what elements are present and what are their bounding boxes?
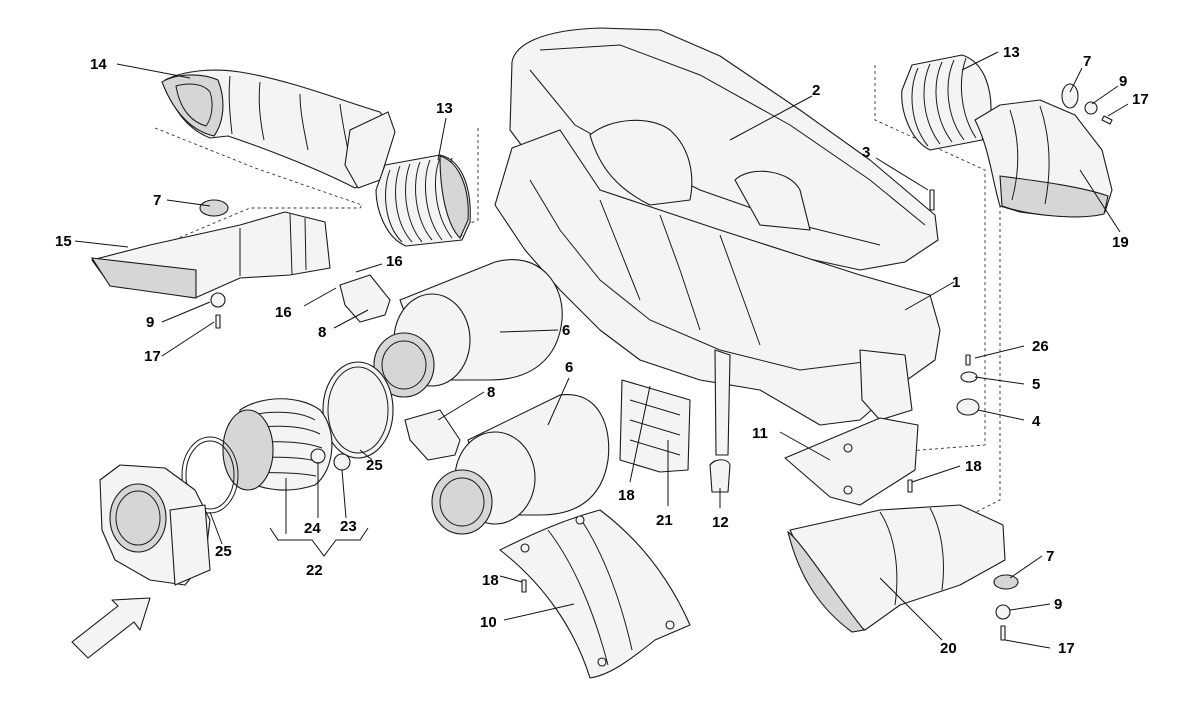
callout-label: 8 [487, 384, 495, 401]
intake-duct-upper-left [161, 69, 396, 189]
callout-label: 17 [1132, 91, 1149, 108]
callout-label: 21 [656, 512, 673, 529]
callout-label: 12 [712, 514, 729, 531]
callout-label: 9 [1119, 73, 1127, 90]
callout-label: 25 [215, 543, 232, 560]
bracket-and-drain [619, 379, 731, 493]
throttle-body [99, 464, 211, 586]
callout-label: 18 [482, 572, 499, 589]
callout-label: 3 [862, 144, 870, 161]
callout-label: 9 [146, 314, 154, 331]
callout-label: 18 [618, 487, 635, 504]
intake-duct-lower-left [90, 211, 331, 299]
leader-lines [74, 51, 1129, 649]
callout-label: 10 [480, 614, 497, 631]
callout-label: 23 [340, 518, 357, 535]
callout-label: 19 [1112, 234, 1129, 251]
bellows-left [375, 154, 471, 247]
callout-label: 17 [144, 348, 161, 365]
callout-label: 7 [1083, 53, 1091, 70]
callout-label: 25 [366, 457, 383, 474]
air-filter-upper [373, 259, 563, 398]
bellows-right [901, 54, 992, 151]
callout-label: 5 [1032, 376, 1040, 393]
callout-label: 1 [952, 274, 960, 291]
callout-label: 2 [812, 82, 820, 99]
callout-labels: 14 13 2 13 7 9 17 3 19 7 15 16 16 1 9 8 … [55, 44, 1149, 657]
callout-label: 15 [55, 233, 72, 250]
callout-label: 18 [965, 458, 982, 475]
callout-label: 20 [940, 640, 957, 657]
callout-label: 6 [562, 322, 570, 339]
callout-label: 8 [318, 324, 326, 341]
direction-arrow-icon [71, 597, 151, 659]
callout-label: 22 [306, 562, 323, 579]
callout-label: 11 [752, 425, 768, 442]
under-tray-plate [784, 417, 919, 506]
air-box-lower-housing [494, 129, 941, 456]
callout-label: 4 [1032, 413, 1041, 430]
intake-duct-lower-right [787, 504, 1006, 633]
callout-label: 7 [153, 192, 161, 209]
group-bracket-22 [269, 527, 369, 557]
intake-duct-upper-right [974, 99, 1113, 218]
air-filter-lower [431, 394, 610, 535]
hose-and-clamps [181, 361, 394, 514]
callout-label: 6 [565, 359, 573, 376]
callout-label: 24 [304, 520, 321, 537]
small-fasteners [199, 83, 1113, 641]
mass-air-flow-sensors [339, 274, 461, 461]
callout-label: 16 [386, 253, 403, 270]
callout-label: 16 [275, 304, 292, 321]
callout-label: 13 [1003, 44, 1020, 61]
callout-label: 7 [1046, 548, 1054, 565]
callout-label: 14 [90, 56, 107, 73]
callout-label: 26 [1032, 338, 1049, 355]
callout-label: 17 [1058, 640, 1075, 657]
heat-shield [499, 509, 691, 679]
callout-label: 13 [436, 100, 453, 117]
callout-label: 9 [1054, 596, 1062, 613]
